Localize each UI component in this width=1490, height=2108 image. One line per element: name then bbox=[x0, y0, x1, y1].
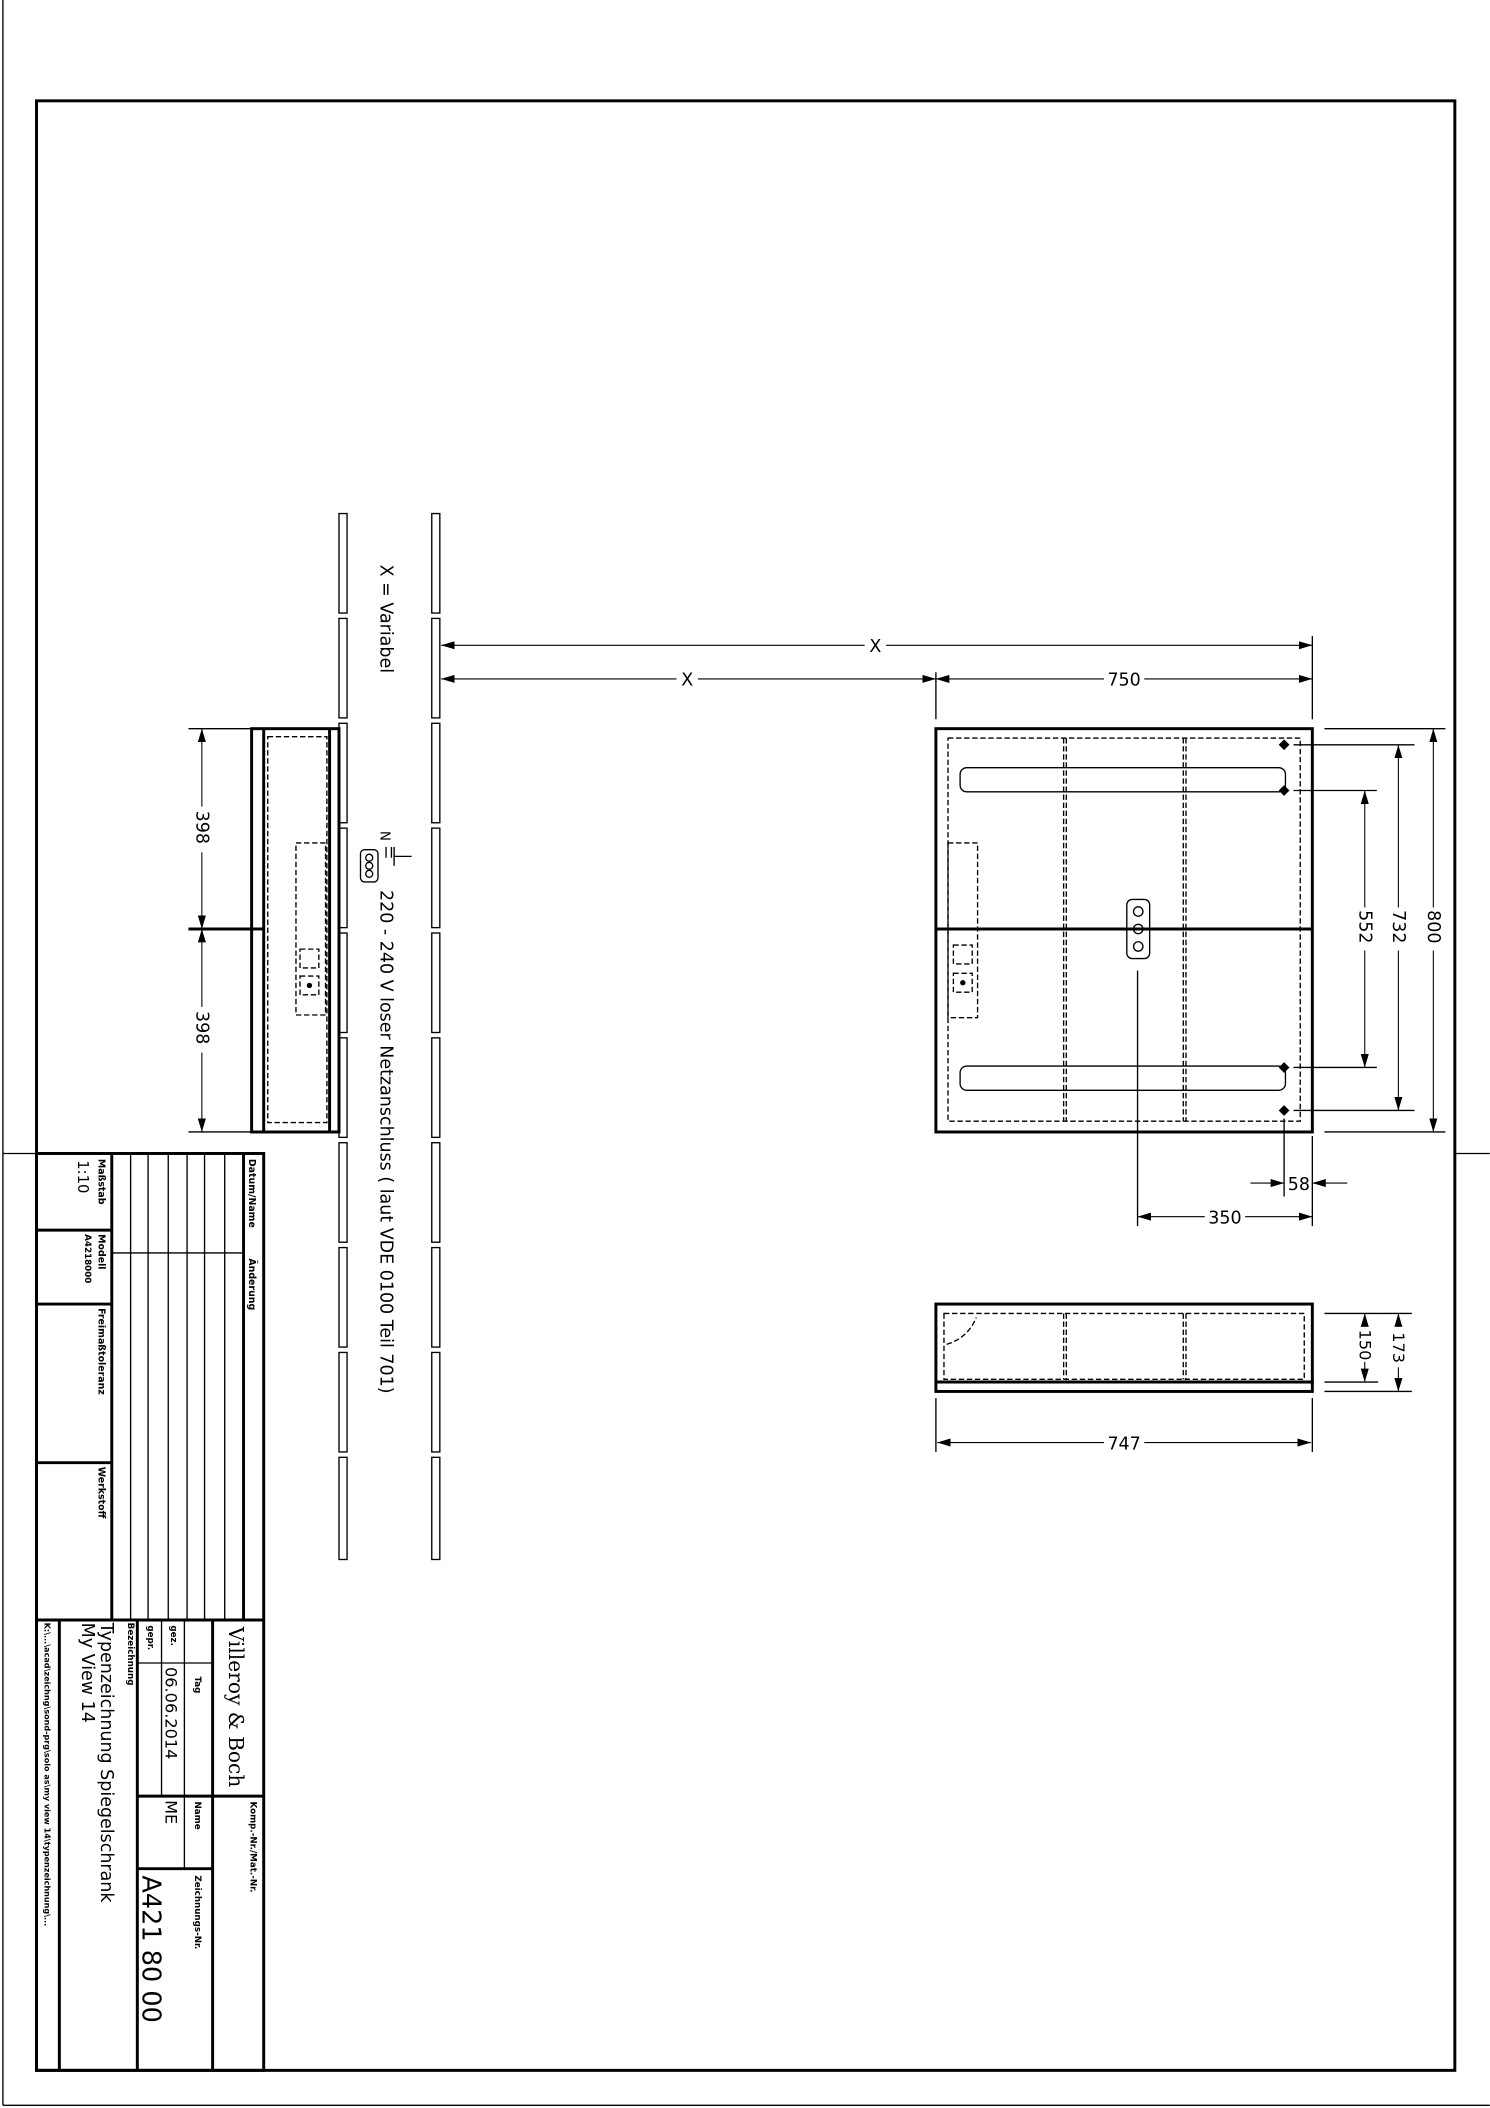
wall-strip-segment bbox=[338, 1351, 348, 1453]
file-path: K:\...\acad\zeichng\sond-prg\solo as\my … bbox=[43, 1623, 52, 1927]
note-variable: X = Variabel bbox=[376, 565, 396, 673]
wall-strip-segment bbox=[431, 1037, 441, 1139]
wall-strip-segment bbox=[338, 617, 348, 719]
tag-label: Tag bbox=[192, 1676, 202, 1693]
side-view: 398 398 bbox=[188, 727, 341, 1134]
zeichnungs-nr-value: A421 80 00 bbox=[136, 1875, 166, 2022]
name-label: Name bbox=[192, 1801, 202, 1829]
title-line2: My View 14 bbox=[77, 1623, 97, 1723]
massstab-label: Maßstab bbox=[95, 1159, 106, 1205]
wall-strip-segment bbox=[338, 1142, 348, 1243]
modell-value: A4218000 bbox=[82, 1234, 92, 1283]
title-block: Datum/Name Änderung Maßstab 1:10 Modell … bbox=[35, 1152, 266, 2072]
wall-strip-segment bbox=[431, 1456, 441, 1561]
dim-side-upper: 398 bbox=[191, 811, 211, 844]
dim-width: 750 bbox=[1107, 671, 1140, 691]
socket-symbol: N bbox=[359, 831, 412, 883]
werkstoff-label: Werkstoff bbox=[95, 1467, 106, 1519]
bezeichnung-label: Bezeichnung bbox=[125, 1623, 135, 1686]
aenderung-label: Änderung bbox=[246, 1258, 257, 1310]
massstab-value: 1:10 bbox=[74, 1160, 91, 1193]
modell-label: Modell bbox=[95, 1234, 106, 1269]
title-line1: Typenzeichnung Spiegelschrank bbox=[96, 1622, 116, 1904]
bottom-view: 150 173 747 bbox=[934, 1302, 1412, 1454]
dim-depth-inner: 150 bbox=[1355, 1330, 1374, 1361]
wall-strip-segment bbox=[338, 1246, 348, 1348]
freimasstoleranz-label: Freimaßtoleranz bbox=[95, 1308, 106, 1395]
dim-x-offset: X bbox=[681, 671, 693, 691]
zeichnungs-nr-label: Zeichnungs-Nr. bbox=[192, 1875, 202, 1949]
wall-strip-segment bbox=[431, 1246, 441, 1348]
komp-nr-label: Komp.-Nr./Mat.-Nr. bbox=[247, 1801, 257, 1892]
dim-height-inner: 732 bbox=[1388, 910, 1408, 943]
wall-strip-segment bbox=[338, 1456, 348, 1561]
wall-strip-segment bbox=[338, 512, 348, 614]
dim-x-total: X bbox=[869, 637, 881, 657]
datum-name-label: Datum/Name bbox=[246, 1159, 257, 1228]
dim-edge-offset: 58 bbox=[1288, 1175, 1310, 1195]
drawer-value: ME bbox=[162, 1800, 181, 1824]
wall-strip-segment bbox=[431, 617, 441, 719]
date-value: 06.06.2014 bbox=[162, 1667, 181, 1759]
dim-bottom-width: 747 bbox=[1107, 1434, 1140, 1454]
socket-n-label: N bbox=[377, 831, 392, 841]
wall-strip-segment bbox=[431, 1351, 441, 1453]
dim-side-lower: 398 bbox=[191, 1011, 211, 1044]
gepr-label: gepr. bbox=[145, 1625, 155, 1650]
wall-strip-segment bbox=[431, 512, 441, 614]
gez-label: gez. bbox=[168, 1625, 178, 1646]
wall-strip-segment bbox=[431, 722, 441, 824]
front-view: X X 750 552 732 800 58 350 bbox=[441, 634, 1446, 1228]
dim-height-mount: 552 bbox=[1354, 910, 1374, 943]
dim-socket-offset: 350 bbox=[1208, 1208, 1241, 1228]
note-power: 220 - 240 V loser Netzanschluss ( laut V… bbox=[376, 890, 396, 1394]
wall-strip-segment bbox=[431, 1142, 441, 1243]
dim-height-total: 800 bbox=[1423, 910, 1443, 943]
company-name: Villeroy & Boch bbox=[224, 1626, 248, 1788]
dim-depth-total: 173 bbox=[1389, 1332, 1408, 1363]
wall-strip-segment bbox=[431, 932, 441, 1034]
wall-strip-segment bbox=[431, 827, 441, 929]
